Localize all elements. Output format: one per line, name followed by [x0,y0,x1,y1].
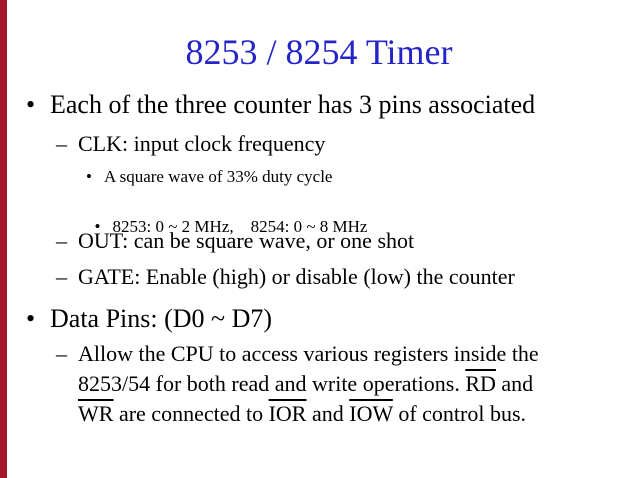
list-item: –CLK: input clock frequency [56,131,325,157]
wr-signal: WR [78,401,114,426]
list-item-text: GATE: Enable (high) or disable (low) the… [78,264,515,289]
list-item: • Each of the three counter has 3 pins as… [26,90,535,120]
bullet-icon: • [86,167,92,186]
dash-icon: – [56,341,67,366]
dash-icon: – [56,131,67,156]
list-item: • Data Pins: (D0 ~ D7) [26,304,272,334]
list-item-text: Each of the three counter has 3 pins ass… [50,90,536,119]
paragraph-text: are connected to [113,401,269,426]
list-item: –OUT: can be square wave, or one shot [56,228,414,254]
bullet-icon: • [26,304,36,333]
list-item-text: 8253: 0 ~ 2 MHz, 8254: 0 ~ 8 MHz [112,217,368,236]
paragraph-line: WR are connected to IOR and IOW of contr… [78,401,526,427]
dash-icon: – [56,264,67,289]
rd-signal: RD [465,371,496,396]
paragraph-text: and [495,371,534,396]
paragraph-text: of control bus. [392,401,527,426]
dash-icon: – [56,228,67,253]
list-item-text: Data Pins: (D0 ~ D7) [50,304,273,333]
list-item: • 8253: 0 ~ 2 MHz, 8254: 0 ~ 8 MHz [86,197,368,237]
list-item: –Allow the CPU to access various registe… [56,341,539,367]
list-item: • A square wave of 33% duty cycle [86,167,332,187]
list-item-text: Allow the CPU to access various register… [78,341,539,366]
paragraph-text: 8253/54 for both read and write operatio… [78,371,466,396]
ior-signal: IOR [268,401,307,426]
list-item: –GATE: Enable (high) or disable (low) th… [56,264,515,290]
slide-title: 8253 / 8254 Timer [185,32,453,72]
bullet-icon: • [94,217,101,236]
list-item-text: CLK: input clock frequency [78,131,326,156]
paragraph-text: and [306,401,350,426]
paragraph-line: 8253/54 for both read and write operatio… [78,371,533,397]
list-item-text: OUT: can be square wave, or one shot [78,228,415,253]
list-item-text: A square wave of 33% duty cycle [104,167,333,186]
iow-signal: IOW [349,401,393,426]
bullet-icon: • [26,90,36,119]
accent-bar [0,0,7,478]
